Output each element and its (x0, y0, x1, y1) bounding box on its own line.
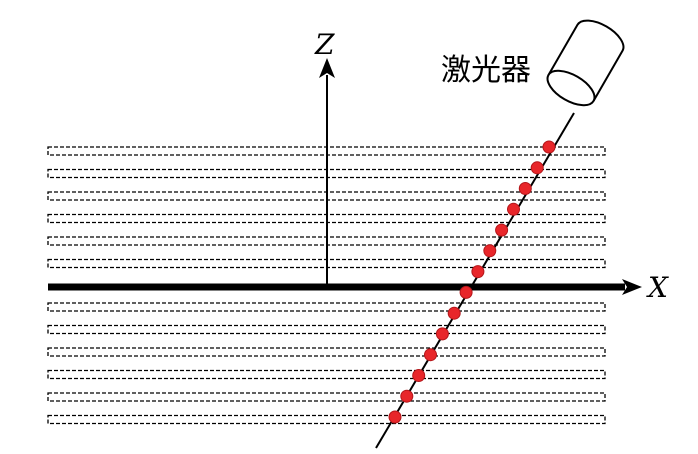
laser-point (400, 389, 414, 403)
laser-point (518, 182, 532, 195)
laser-point (435, 327, 449, 341)
laser-point (459, 285, 473, 299)
laser-point (542, 140, 556, 154)
layer-below-2 (47, 324, 606, 335)
layer-below-3 (47, 347, 606, 357)
z-axis-arrowhead (319, 58, 335, 78)
layer-below-5 (47, 392, 606, 402)
laser-points (388, 140, 556, 424)
laser-point (471, 265, 485, 279)
laser-label: 激光器 (441, 53, 531, 88)
x-axis-label: X (646, 271, 669, 304)
layer-below-1 (47, 302, 606, 312)
layer-below-4 (47, 369, 606, 380)
laser-point (530, 161, 544, 175)
laser-point (424, 348, 437, 362)
laser-device (546, 19, 625, 107)
laser-point (483, 244, 497, 258)
laser-point (447, 306, 461, 320)
laser-point (388, 410, 402, 424)
layer-below-6 (47, 414, 606, 425)
z-axis-label: Z (314, 28, 335, 61)
laser-point (495, 223, 509, 237)
laser-point (507, 202, 520, 216)
laser-point (412, 369, 426, 382)
x-axis-arrowhead (622, 279, 642, 295)
